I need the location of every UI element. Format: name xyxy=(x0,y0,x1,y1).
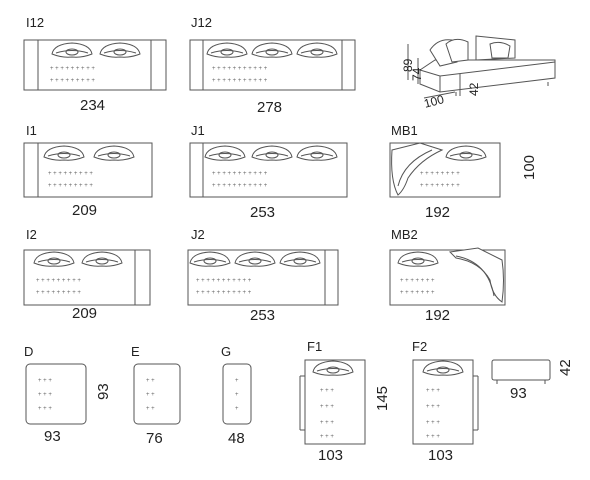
module-depth-d: 93 xyxy=(95,383,112,400)
svg-text:+ + + + + + + + + + +: + + + + + + + + + + + xyxy=(196,290,252,296)
svg-text:+ +: + + xyxy=(146,378,155,384)
svg-text:+ + +: + + + xyxy=(38,378,52,384)
module-side-view xyxy=(491,359,551,384)
module-code-i2: I2 xyxy=(26,227,37,242)
svg-text:+ + + + + + + + +: + + + + + + + + + xyxy=(36,278,81,284)
module-j12: + + + + + + + + + + + + + + + + + + + + … xyxy=(189,39,356,91)
svg-text:+ + + + + + +: + + + + + + + xyxy=(400,290,435,296)
svg-text:+ + +: + + + xyxy=(38,406,52,412)
svg-text:+ + +: + + + xyxy=(426,404,440,410)
module-width-i2: 209 xyxy=(72,305,97,322)
module-code-g: G xyxy=(221,344,231,359)
module-f2: + + + + + + + + + + + + xyxy=(412,359,479,445)
module-width-mb1: 192 xyxy=(425,204,450,221)
svg-text:+ + +: + + + xyxy=(320,434,334,440)
module-width-mb2: 192 xyxy=(425,307,450,324)
module-code-d: D xyxy=(24,344,33,359)
module-width-e: 76 xyxy=(146,430,163,447)
svg-text:+ + + + + + + + +: + + + + + + + + + xyxy=(50,78,95,84)
svg-text:+ + + + + + + + +: + + + + + + + + + xyxy=(36,290,81,296)
module-e: + + + + + + xyxy=(133,363,181,425)
module-code-j2: J2 xyxy=(191,227,205,242)
module-height-side: 42 xyxy=(557,359,574,376)
svg-text:+ + + + + + + + + + +: + + + + + + + + + + + xyxy=(196,278,252,284)
perspective-depth: 100 xyxy=(422,92,445,111)
module-width-j12: 278 xyxy=(257,99,282,116)
svg-text:+ + + + + + + +: + + + + + + + + xyxy=(420,171,460,177)
svg-text:+ + + + + + + + + + +: + + + + + + + + + + + xyxy=(212,183,268,189)
svg-text:+ + + + + + + + +: + + + + + + + + + xyxy=(48,171,93,177)
module-width-g: 48 xyxy=(228,430,245,447)
module-code-e: E xyxy=(131,344,140,359)
perspective-sofa xyxy=(407,35,556,99)
module-width-i12: 234 xyxy=(80,97,105,114)
module-width-i1: 209 xyxy=(72,202,97,219)
module-code-mb2: MB2 xyxy=(391,227,418,242)
svg-text:+ + + + + + + + +: + + + + + + + + + xyxy=(48,183,93,189)
module-depth-f1: 145 xyxy=(374,386,391,411)
module-code-i12: I12 xyxy=(26,15,44,30)
module-depth-mb1: 100 xyxy=(521,155,538,180)
svg-text:+ + +: + + + xyxy=(426,420,440,426)
svg-text:+ + + + + + + + + + +: + + + + + + + + + + + xyxy=(212,78,268,84)
module-code-j12: J12 xyxy=(191,15,212,30)
module-width-d: 93 xyxy=(44,428,61,445)
module-d: + + + + + + + + + xyxy=(25,363,87,425)
tufting-grid: + + + + + + + + + + + + + + + + + + xyxy=(50,66,95,84)
svg-text:+: + xyxy=(235,378,239,384)
module-code-i1: I1 xyxy=(26,123,37,138)
module-width-f2: 103 xyxy=(428,447,453,464)
module-width-j2: 253 xyxy=(250,307,275,324)
module-i12: + + + + + + + + + + + + + + + + + + xyxy=(23,39,167,91)
module-width-j1: 253 xyxy=(250,204,275,221)
module-j2: + + + + + + + + + + + + + + + + + + + + … xyxy=(187,249,339,306)
svg-text:+ + +: + + + xyxy=(426,388,440,394)
height-seat: 74 xyxy=(410,67,424,81)
svg-text:+ +: + + xyxy=(146,406,155,412)
svg-text:+ + + + + + + + + + +: + + + + + + + + + + + xyxy=(212,66,268,72)
svg-text:+: + xyxy=(235,392,239,398)
module-width-f1: 103 xyxy=(318,447,343,464)
module-width-side: 93 xyxy=(510,385,527,402)
svg-text:+ + + + + + + +: + + + + + + + + xyxy=(420,183,460,189)
svg-text:+ + +: + + + xyxy=(320,388,334,394)
module-mb1: + + + + + + + + + + + + + + + + xyxy=(389,142,501,198)
svg-text:+ +: + + xyxy=(146,392,155,398)
svg-text:+ + + + + + + + +: + + + + + + + + + xyxy=(50,66,95,72)
module-code-f1: F1 xyxy=(307,339,322,354)
module-code-mb1: MB1 xyxy=(391,123,418,138)
module-code-f2: F2 xyxy=(412,339,427,354)
svg-text:+ + +: + + + xyxy=(426,434,440,440)
height-total: 89 xyxy=(401,58,415,72)
module-code-j1: J1 xyxy=(191,123,205,138)
svg-text:+ + +: + + + xyxy=(320,420,334,426)
svg-text:+ + +: + + + xyxy=(38,392,52,398)
seat-height: 42 xyxy=(467,82,481,96)
module-j1: + + + + + + + + + + + + + + + + + + + + … xyxy=(189,142,348,198)
module-i2: + + + + + + + + + + + + + + + + + + xyxy=(23,249,151,306)
module-f1: + + + + + + + + + + + + xyxy=(299,359,366,445)
module-mb2: + + + + + + + + + + + + + + xyxy=(389,247,506,306)
module-i1: + + + + + + + + + + + + + + + + + + xyxy=(23,142,153,198)
svg-text:+ + + + + + + + + + +: + + + + + + + + + + + xyxy=(212,171,268,177)
svg-text:+: + xyxy=(235,406,239,412)
module-g: + + + xyxy=(222,363,252,425)
svg-text:+ + +: + + + xyxy=(320,404,334,410)
svg-text:+ + + + + + +: + + + + + + + xyxy=(400,278,435,284)
